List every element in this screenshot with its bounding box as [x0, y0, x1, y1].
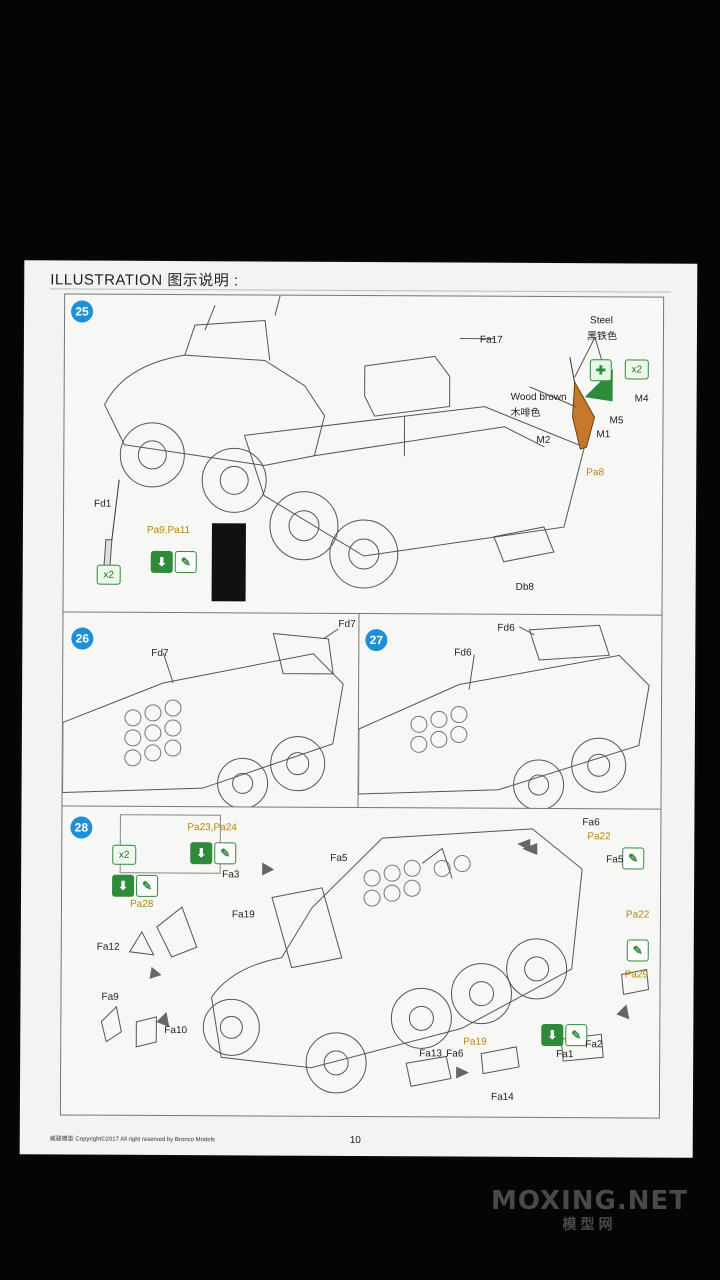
- label-m5: M5: [609, 415, 624, 427]
- label-fa5: Fa5: [330, 852, 348, 864]
- quantity-x2-badge: x2: [96, 564, 121, 585]
- label-fa1: Fa1: [556, 1049, 574, 1061]
- label-fd6: Fd6: [454, 647, 472, 659]
- label-fa5: Fa5: [606, 854, 624, 866]
- header-rule: [50, 288, 672, 293]
- step-28-panel: 28: [59, 805, 662, 1119]
- label-wood-brown: Wood brown: [510, 391, 567, 404]
- glue-brush-icon: ✎: [626, 939, 649, 962]
- truck-drawing-step25: [103, 295, 613, 589]
- step-25-panel: 25: [62, 293, 665, 617]
- footer-brand: 威骏模型: [49, 1136, 74, 1143]
- page-number: 10: [349, 1134, 361, 1147]
- label-pa22: Pa22: [625, 909, 650, 921]
- label-pa19: Pa19: [463, 1036, 487, 1048]
- down-arrow-icon: ⬇: [112, 874, 135, 897]
- label-fa12: Fa12: [96, 941, 120, 953]
- label-fd7: Fd7: [338, 618, 356, 630]
- label-fa6: Fa6: [446, 1048, 464, 1060]
- glue-brush-icon: ✎: [214, 842, 237, 865]
- label-pa28: Pa28: [129, 898, 154, 910]
- label-wood-brown-cn: 木啡色: [510, 407, 541, 419]
- label-pa8: Pa8: [586, 467, 605, 479]
- label-pa9-pa11: Pa9,Pa11: [146, 524, 191, 537]
- label-fa13: Fa13: [419, 1048, 443, 1060]
- quantity-x2-badge: x2: [112, 844, 137, 865]
- label-fa3: Fa3: [222, 869, 240, 881]
- glue-brush-icon: ✎: [136, 874, 159, 897]
- label-fa14: Fa14: [490, 1091, 514, 1103]
- down-arrow-icon: ⬇: [541, 1023, 564, 1047]
- step-27-panel: 27 Fd6 Fd6: [357, 612, 663, 811]
- cement-glue-icon: ✚: [589, 359, 612, 382]
- label-fd7: Fd7: [151, 647, 169, 660]
- truck-drawing-step26: [62, 628, 344, 809]
- glue-brush-icon: ✎: [174, 551, 197, 574]
- glue-brush-icon: ✎: [622, 847, 645, 870]
- label-pa23-pa24: Pa23,Pa24: [187, 822, 237, 834]
- label-db8: Db8: [515, 581, 535, 593]
- quantity-x2-badge: x2: [624, 359, 649, 380]
- label-fa10: Fa10: [164, 1024, 188, 1037]
- truck-drawing-step28: [100, 814, 650, 1094]
- watermark: MOXING.NET 模型网: [491, 1186, 688, 1234]
- label-steel-cn: 黑铁色: [586, 331, 617, 343]
- instruction-sheet: ILLUSTRATION 图示说明 : 25: [19, 260, 698, 1158]
- label-fa2: Fa2: [585, 1039, 603, 1051]
- watermark-subtext: 模型网: [562, 1216, 617, 1232]
- footer-copyright: 威骏模型 Copyright©2017 All right reserved b…: [50, 1133, 215, 1143]
- label-pa29: Pa29: [624, 969, 648, 981]
- footer-copyright-text: Copyright©2017 All right reserved by Bro…: [75, 1136, 215, 1144]
- label-m1: M1: [596, 429, 611, 441]
- glue-brush-icon: ✎: [565, 1024, 588, 1047]
- label-pa22: Pa22: [587, 831, 611, 843]
- label-fa17: Fa17: [479, 334, 503, 346]
- label-m4: M4: [634, 393, 649, 405]
- label-fa19: Fa19: [231, 909, 255, 921]
- watermark-text: MOXING.NET: [490, 1186, 688, 1216]
- page-header: ILLUSTRATION 图示说明 :: [50, 271, 239, 290]
- label-fa9: Fa9: [101, 991, 119, 1003]
- rifle-photo: [211, 523, 246, 602]
- label-fd6: Fd6: [497, 622, 515, 634]
- truck-drawing-step27: [358, 624, 650, 810]
- label-m2: M2: [536, 434, 551, 447]
- label-fd1: Fd1: [94, 498, 112, 510]
- down-arrow-icon: ⬇: [150, 550, 173, 574]
- label-steel: Steel: [590, 315, 613, 327]
- step-26-panel: 26 Fd7 Fd7: [61, 611, 361, 810]
- down-arrow-icon: ⬇: [190, 842, 213, 865]
- label-fa6: Fa6: [582, 817, 600, 829]
